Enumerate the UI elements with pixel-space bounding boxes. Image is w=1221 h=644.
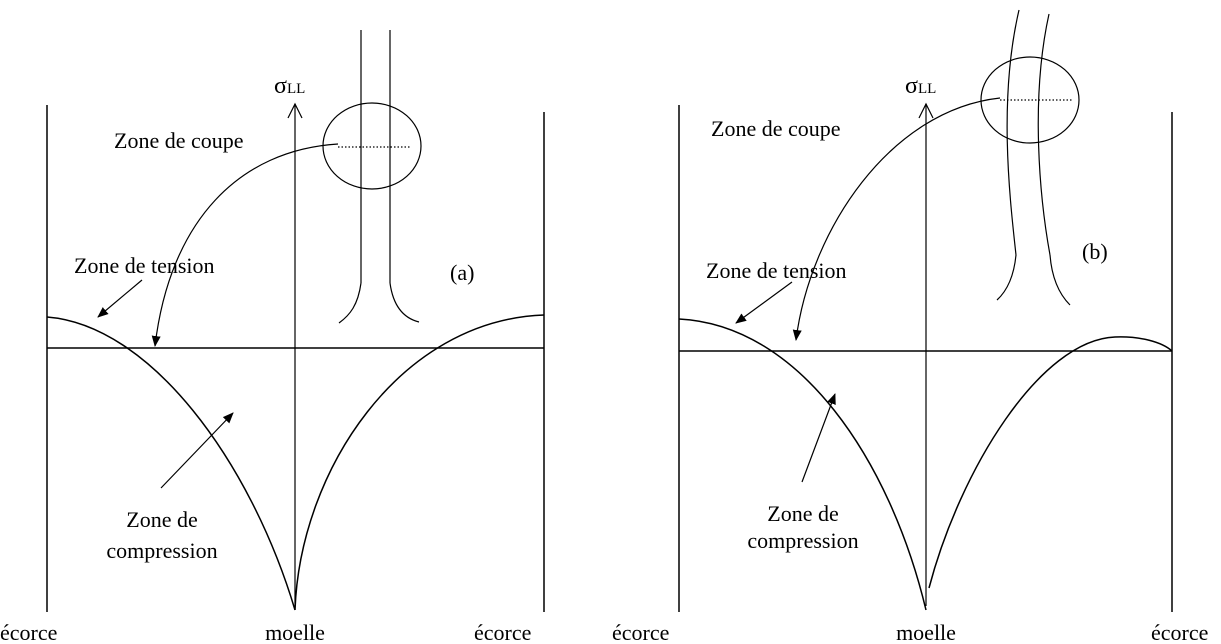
- compression-arrow: [160, 412, 234, 489]
- compression-zone-label-line2: compression: [747, 528, 858, 553]
- tension-zone-label: Zone de tension: [74, 253, 215, 278]
- bark-label-right: écorce: [1151, 620, 1208, 644]
- stress-curve-left: [46, 316, 296, 611]
- tree-sketch-leaning: [996, 9, 1071, 306]
- panel-b: σLL Zone de coupe Zone de tension (b) Zo…: [612, 9, 1208, 644]
- compression-zone-label-line1: Zone de: [767, 501, 838, 526]
- stress-axis-arrowhead: [918, 102, 934, 119]
- cut-to-curve-arrow: [792, 97, 1001, 341]
- bark-label-left: écorce: [0, 620, 57, 644]
- cutting-zone-label: Zone de coupe: [114, 128, 244, 153]
- tension-arrow: [97, 279, 143, 318]
- bark-label-right: écorce: [474, 620, 531, 644]
- tension-arrow: [735, 281, 793, 324]
- compression-zone-label-line2: compression: [106, 538, 217, 563]
- panel-a: σLL Zone de coupe Zone de tension (a) Zo…: [0, 30, 545, 644]
- pith-label: moelle: [265, 620, 325, 644]
- tension-zone-label: Zone de tension: [706, 258, 847, 283]
- cutting-zone-label: Zone de coupe: [711, 116, 841, 141]
- stress-axis-label: σLL: [274, 73, 305, 99]
- compression-arrow: [801, 393, 836, 483]
- stress-curve-right: [928, 336, 1173, 589]
- panel-tag: (b): [1082, 239, 1108, 264]
- cut-to-curve-arrow: [151, 143, 339, 347]
- panel-tag: (a): [450, 260, 474, 285]
- pith-label: moelle: [896, 620, 956, 644]
- stress-axis-arrowhead: [287, 102, 303, 119]
- stress-axis-label: σLL: [905, 73, 936, 99]
- tree-sketch-straight: [338, 30, 420, 324]
- compression-zone-label-line1: Zone de: [126, 507, 197, 532]
- stress-curve-left: [678, 318, 927, 611]
- bark-label-left: écorce: [612, 620, 669, 644]
- cutting-zone-ellipse: [980, 56, 1080, 144]
- cutting-zone-ellipse: [322, 102, 422, 190]
- stress-curve-right: [294, 314, 545, 611]
